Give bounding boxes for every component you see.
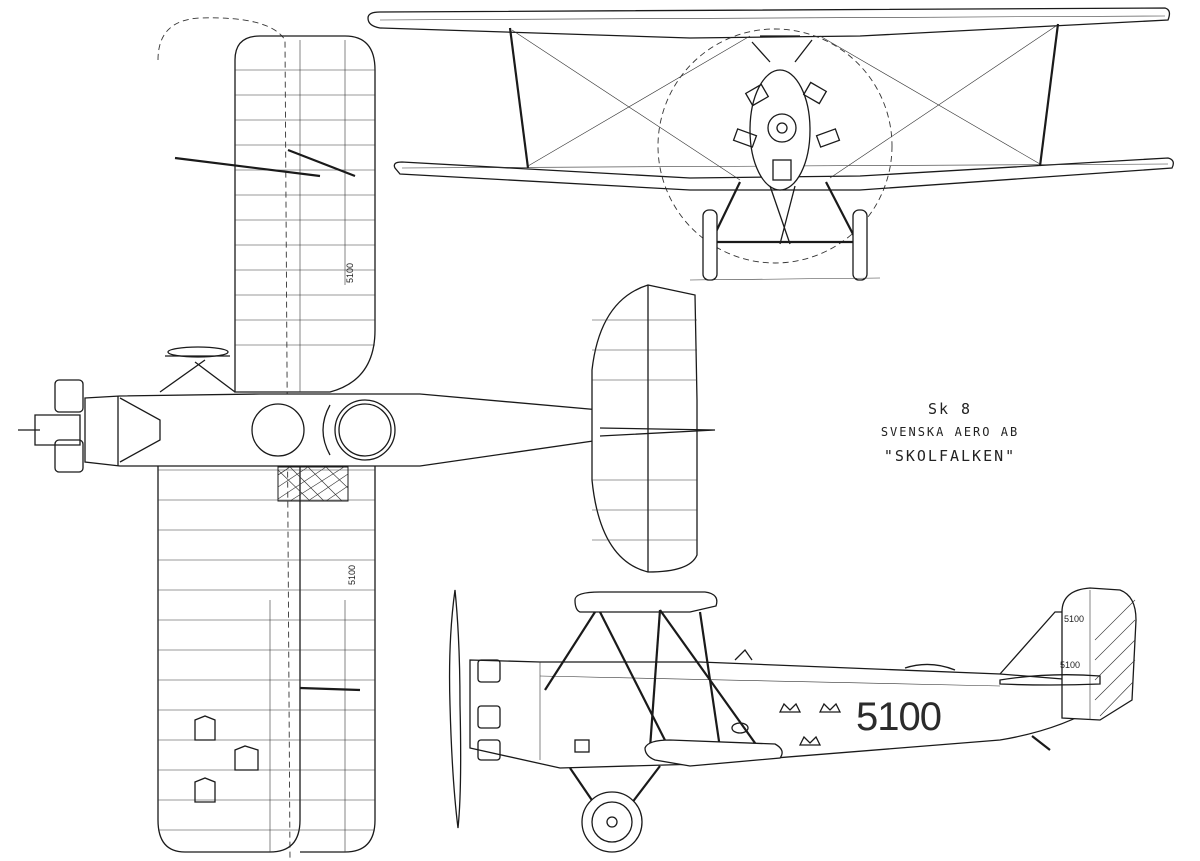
tail-registration: 5100	[1060, 660, 1081, 670]
wing-registration-lower: 5100	[347, 564, 358, 586]
fin-registration: 5100	[1064, 614, 1085, 624]
side-registration: 5100	[856, 695, 942, 739]
front-view	[367, 7, 1174, 281]
plan-view	[18, 17, 716, 861]
manufacturer-label: SVENSKA AERO AB	[880, 425, 1020, 439]
aircraft-designation: Sk 8	[927, 400, 973, 418]
side-view	[448, 587, 1137, 853]
aircraft-name: "SKOLFALKEN"	[883, 447, 1017, 465]
wing-registration-upper: 5100	[345, 262, 356, 284]
